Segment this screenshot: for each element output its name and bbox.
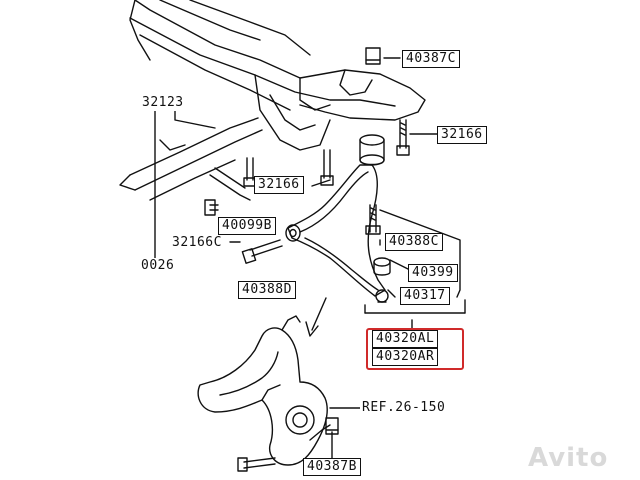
highlight-box	[366, 328, 464, 370]
label-40387C: 40387C	[402, 50, 460, 68]
label-ref: REF.26-150	[360, 400, 448, 416]
bolt-32166-right	[399, 119, 407, 149]
label-40388D: 40388D	[238, 281, 296, 299]
steering-knuckle	[197, 327, 328, 466]
label-40320AR: 40320AR	[372, 348, 439, 366]
watermark: Avito	[528, 443, 609, 473]
bolt-40388D	[249, 239, 283, 257]
label-40388C: 40388C	[385, 233, 443, 251]
subframe-outline	[134, 0, 426, 121]
bolt-32166-mid	[323, 149, 331, 179]
label-32166-mid: 32166	[254, 176, 304, 194]
label-40399: 40399	[408, 264, 458, 282]
bolt-40388C	[369, 204, 377, 233]
label-32123: 32123	[140, 95, 186, 111]
label-40387B: 40387B	[303, 458, 361, 476]
label-40099B: 40099B	[218, 217, 276, 235]
label-40320AL: 40320AL	[372, 330, 439, 348]
label-32166C: 32166C	[170, 235, 224, 251]
lower-control-arm	[287, 164, 386, 297]
nut-40387C	[365, 47, 381, 61]
direction-arrow	[311, 297, 327, 331]
stabilizer-bar	[129, 117, 259, 176]
nut-40387B	[325, 417, 339, 431]
bolt-40099B	[246, 157, 254, 181]
label-40317: 40317	[400, 287, 450, 305]
label-32166-right: 32166	[437, 126, 487, 144]
label-0026: 0026	[139, 258, 177, 274]
